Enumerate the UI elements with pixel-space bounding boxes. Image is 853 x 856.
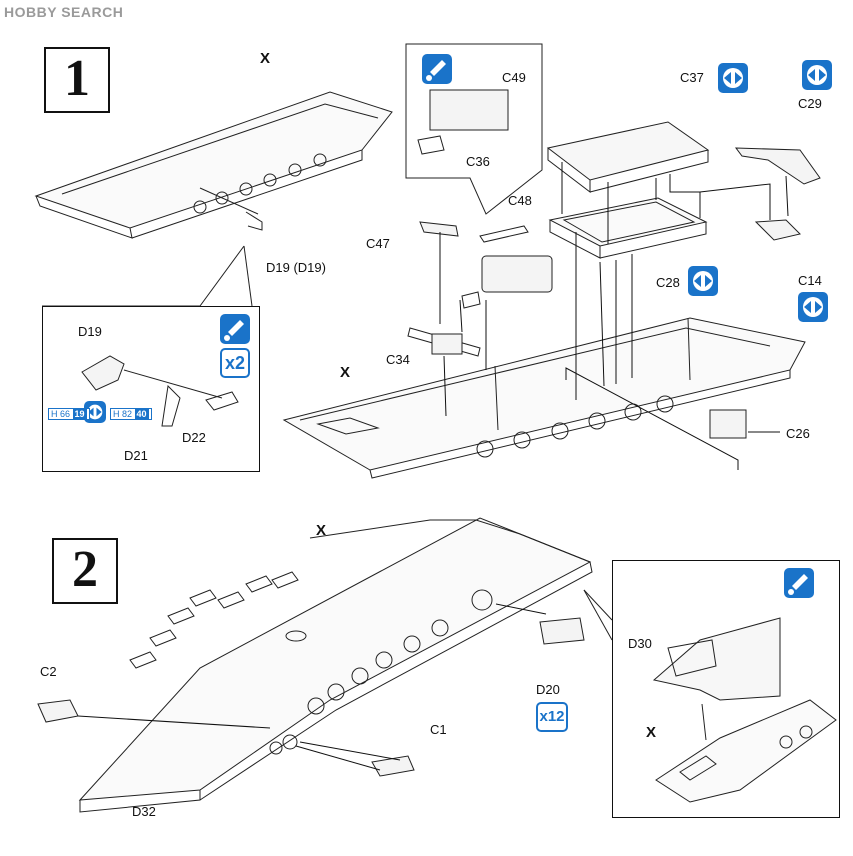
symmetry-icon (718, 63, 748, 93)
glue-icon (784, 568, 814, 598)
label-c49: C49 (502, 70, 526, 85)
label-c36: C36 (466, 154, 490, 169)
symmetry-icon (798, 292, 828, 322)
label-c14: C14 (798, 273, 822, 288)
step-number-1: 1 (44, 47, 110, 113)
label-d21: D21 (124, 448, 148, 463)
label-c26: C26 (786, 426, 810, 441)
label-d32: D32 (132, 804, 156, 819)
hull-main-step1 (282, 317, 806, 471)
detail-box-step2 (612, 560, 840, 818)
watermark: HOBBY SEARCH (4, 4, 124, 20)
label-c37: C37 (680, 70, 704, 85)
symmetry-icon (688, 266, 718, 296)
label-c2: C2 (40, 664, 57, 679)
label-x-step1-main: X (340, 364, 351, 381)
label-x-step2-detail: X (646, 724, 657, 741)
label-x-step1-top: X (260, 50, 271, 67)
label-d19-d19: D19 (D19) (266, 260, 326, 275)
label-d20: D20 (536, 682, 560, 697)
label-d22: D22 (182, 430, 206, 445)
hull-tub-top (34, 91, 393, 229)
label-x-step2-main: X (316, 522, 327, 539)
label-c48: C48 (508, 193, 532, 208)
quantity-badge-detail1: x2 (220, 348, 250, 378)
label-d30: D30 (628, 636, 652, 651)
glue-icon (422, 54, 452, 84)
reference-chip-right: H 82 40 (110, 408, 152, 420)
detail-box-step1 (42, 306, 260, 472)
symmetry-icon (802, 60, 832, 90)
label-c28: C28 (656, 275, 680, 290)
step-number-2: 2 (52, 538, 118, 604)
glue-icon (220, 314, 250, 344)
quantity-badge-d20: x12 (536, 702, 568, 732)
reference-chip-left: H 66 19 (48, 408, 90, 420)
label-c1: C1 (430, 722, 447, 737)
label-d19: D19 (78, 324, 102, 339)
label-c34: C34 (386, 352, 410, 367)
hull-main-step2 (78, 517, 592, 801)
label-c29: C29 (798, 96, 822, 111)
label-c47: C47 (366, 236, 390, 251)
